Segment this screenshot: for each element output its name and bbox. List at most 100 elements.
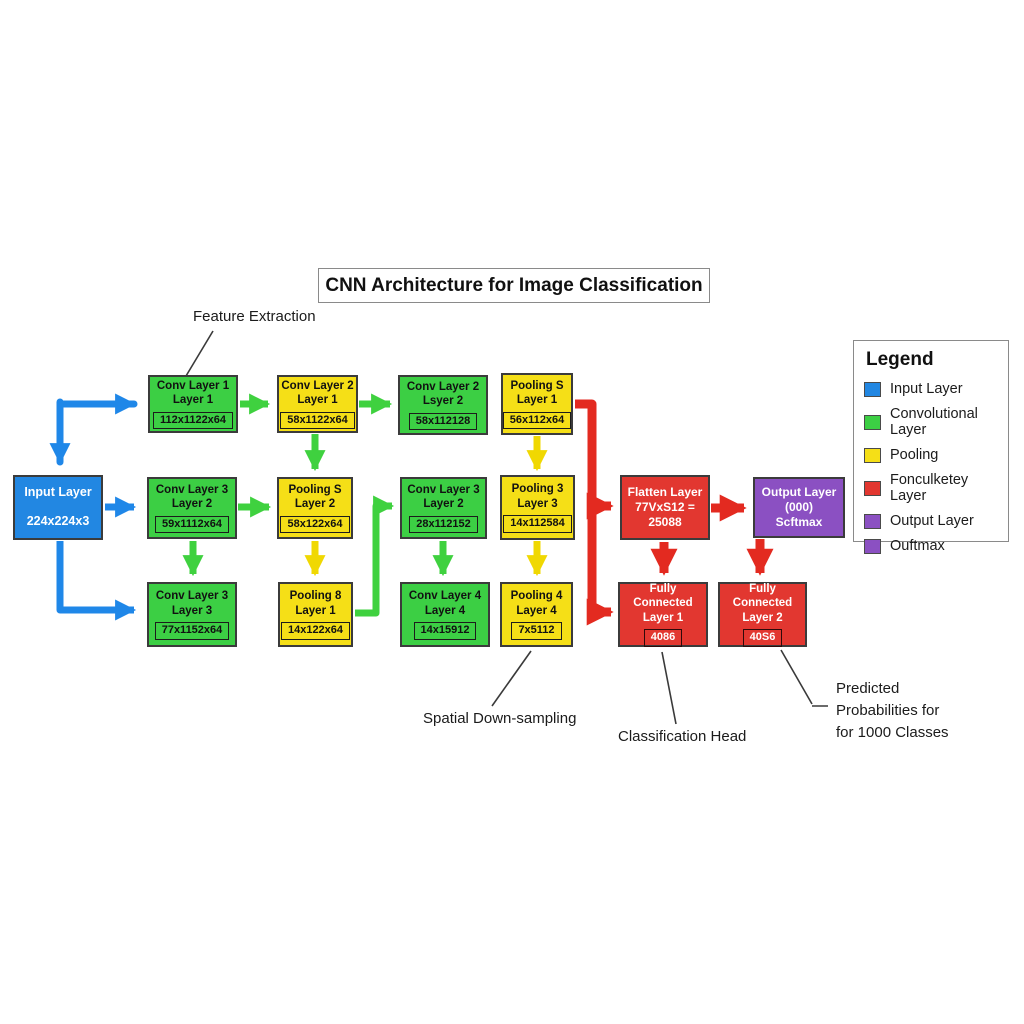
node-subtitle: (000): [784, 500, 813, 514]
node-dims: 77x1152x64: [154, 622, 230, 640]
node-dims: 58x122x64: [280, 515, 350, 534]
legend-item-conv: Convolutional Layer: [864, 406, 998, 438]
node-title: Pooling 3: [511, 483, 564, 496]
node-title: Conv Layer 4: [408, 590, 482, 603]
node-pooling-4: Pooling 4 Layer 4 7x5112: [500, 582, 573, 647]
node-title: Conv Layer 3: [155, 483, 229, 496]
predicted-line-3: for 1000 Classes: [836, 723, 949, 741]
node-subtitle: Layer 3: [171, 604, 213, 617]
line-spatial-downsampling: [491, 650, 532, 707]
node-subtitle-2: Scftmax: [775, 515, 823, 529]
legend-swatch-conv: [864, 414, 881, 430]
legend-label: Output Layer: [890, 513, 974, 529]
node-output-layer: Output Layer (000) Scftmax: [753, 477, 845, 538]
diagram-title: CNN Architecture for Image Classificatio…: [318, 268, 710, 303]
node-dims: 14x112584: [503, 515, 572, 533]
node-subtitle: Lsyer 2: [422, 395, 464, 408]
node-title: Pooling S: [510, 379, 564, 392]
arrow-input-top-split: [49, 393, 138, 466]
legend-item-pooling: Pooling: [864, 447, 998, 463]
spatial-downsampling-label: Spatial Down-sampling: [423, 710, 577, 727]
node-subtitle: Layer 4: [424, 604, 466, 617]
arrow-input-to-row3: [56, 541, 137, 621]
node-subtitle: Layer 1: [642, 611, 684, 624]
legend-swatch-softmax: [864, 538, 881, 554]
node-title: Fully Connected: [732, 583, 793, 610]
legend-item-softmax: Ouftmax: [864, 538, 998, 554]
legend-label: Ouftmax: [890, 538, 945, 554]
node-title: Output Layer: [761, 485, 837, 499]
node-subtitle: Layer 2: [294, 498, 336, 511]
node-conv-layer-1: Conv Layer 1 Layer 1 112x1122x64: [148, 375, 238, 433]
node-title: Conv Layer 3: [407, 483, 480, 496]
legend-swatch-pooling: [864, 447, 881, 463]
node-pooling-s1: Pooling S Layer 1 56x112x64: [501, 373, 573, 435]
legend-swatch-input: [864, 381, 881, 397]
node-conv-layer-2a: Conv Layer 2 Layer 1 58x1122x64: [277, 375, 358, 433]
node-title: Pooling 4: [510, 590, 563, 603]
predicted-probabilities-label: Predicted Probabilities for for 1000 Cla…: [836, 678, 949, 743]
legend-item-fc: Fonculketey Layer: [864, 472, 998, 504]
node-subtitle: Layer 3: [517, 497, 558, 510]
node-title: Flatten Layer: [627, 485, 703, 499]
legend-title: Legend: [866, 349, 934, 370]
node-title: Fully Connected: [633, 583, 693, 610]
node-pooling-8: Pooling 8 Layer 1 14x122x64: [278, 582, 353, 647]
node-dims: 28x112152: [409, 515, 478, 534]
node-pooling-3: Pooling 3 Layer 3 14x112584: [500, 475, 575, 540]
line-predicted-probabilities: [780, 649, 828, 707]
arrow-r3c2-up-to-r2c3: [355, 495, 395, 617]
node-title: Conv Layer 3: [155, 590, 229, 603]
node-fully-connected-2: Fully Connected Layer 2 40S6: [718, 582, 807, 647]
node-conv-layer-3c: Conv Layer 3 Layer 3 77x1152x64: [147, 582, 237, 647]
legend-label: Pooling: [890, 447, 939, 463]
classification-head-label: Classification Head: [618, 728, 747, 745]
predicted-line-1: Predicted: [836, 680, 900, 697]
line-classification-head: [661, 651, 677, 725]
node-dims: 59x1112x64: [155, 515, 229, 534]
feature-extraction-label: Feature Extraction: [193, 308, 316, 325]
node-title: Pooling 8: [289, 590, 342, 603]
node-conv-layer-3b: Conv Layer 3 Layer 2 28x112152: [400, 477, 487, 539]
node-subtitle: 77VxS12 = 25088: [635, 500, 695, 529]
legend: Legend Input Layer Convolutional Layer P…: [853, 340, 1009, 554]
node-dims: 224x224x3: [26, 514, 90, 528]
node-flatten-layer: Flatten Layer 77VxS12 = 25088: [620, 475, 710, 540]
node-conv-layer-2b: Conv Layer 2 Lsyer 2 58x112128: [398, 375, 488, 435]
node-input-layer: Input Layer 224x224x3: [13, 475, 103, 540]
node-pooling-s2: Pooling S Layer 2 58x122x64: [277, 477, 353, 539]
node-title: Conv Layer 1: [156, 379, 230, 392]
node-subtitle: Layer 2: [423, 498, 464, 511]
node-title: Input Layer: [24, 485, 92, 500]
node-conv-layer-3a: Conv Layer 3 Layer 2 59x1112x64: [147, 477, 237, 539]
legend-swatch-output: [864, 513, 881, 529]
node-subtitle: Layer 4: [516, 604, 557, 617]
legend-label: Input Layer: [890, 381, 963, 397]
node-dims: 56x112x64: [502, 411, 572, 430]
node-conv-layer-4: Conv Layer 4 Layer 4 14x15912: [400, 582, 490, 647]
legend-label: Convolutional Layer: [890, 406, 978, 438]
legend-item-input: Input Layer: [864, 381, 998, 397]
node-subtitle: Layer 1: [297, 394, 338, 407]
node-dims: 14x122x64: [280, 622, 351, 640]
legend-item-output: Output Layer: [864, 513, 998, 529]
node-subtitle: Layer 1: [516, 394, 558, 407]
node-dims: 40S6: [742, 629, 783, 647]
legend-swatch-fc: [864, 480, 881, 496]
node-title: Conv Layer 2: [406, 380, 480, 393]
predicted-line-2: Probabilities for: [836, 701, 940, 719]
line-feature-extraction: [185, 330, 214, 377]
node-fully-connected-1: Fully Connected Layer 1 4086: [618, 582, 708, 647]
node-dims: 7x5112: [511, 622, 562, 640]
legend-label: Fonculketey Layer: [890, 472, 969, 504]
node-subtitle: Layer 2: [171, 498, 213, 511]
node-title: Pooling S: [288, 483, 342, 496]
node-dims: 112x1122x64: [152, 411, 234, 430]
node-title: Conv Layer 2: [281, 379, 354, 392]
node-dims: 58x112128: [408, 412, 478, 431]
node-subtitle: Layer 2: [742, 611, 783, 624]
node-subtitle: Layer 1: [295, 604, 336, 617]
node-dims: 14x15912: [413, 622, 477, 640]
